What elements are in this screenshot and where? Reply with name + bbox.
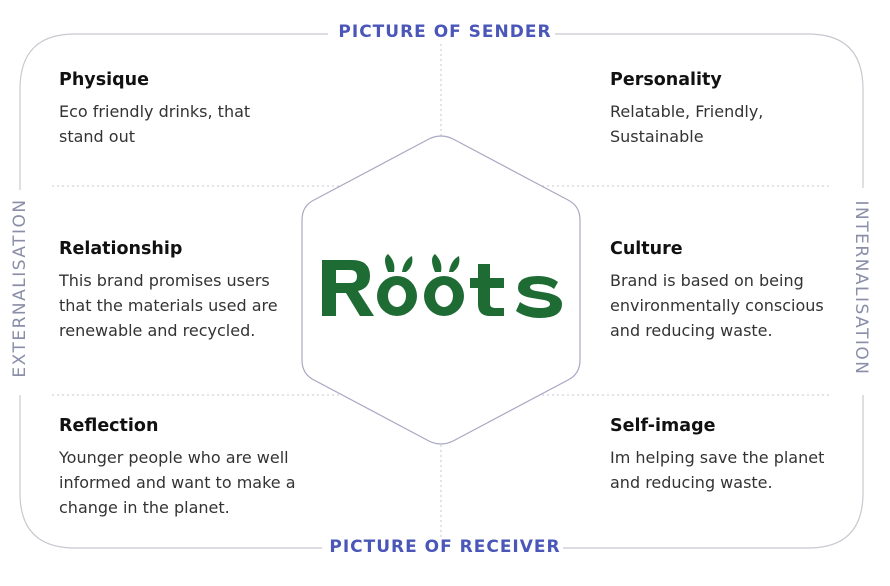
- facet-physique: Physique Eco friendly drinks, that stand…: [59, 70, 289, 149]
- divider-lines: [52, 44, 830, 538]
- facet-title: Culture: [610, 239, 683, 259]
- facet-relationship: Relationship This brand promises users t…: [59, 239, 281, 343]
- facet-text: Brand is based on being environmentally …: [610, 271, 824, 340]
- facet-self-image: Self-image Im helping save the planet an…: [610, 416, 825, 495]
- facet-text: This brand promises users that the mater…: [59, 271, 278, 340]
- facet-title: Relationship: [59, 239, 183, 259]
- facet-title: Self-image: [610, 416, 716, 436]
- facet-text: Younger people who are well informed and…: [59, 448, 296, 517]
- facet-text: Eco friendly drinks, that stand out: [59, 102, 251, 146]
- outer-border: [19, 33, 864, 549]
- picture-of-receiver-label: PICTURE OF RECEIVER: [329, 537, 561, 557]
- facet-personality: Personality Relatable, Friendly, Sustain…: [610, 70, 810, 149]
- facet-title: Personality: [610, 70, 722, 90]
- picture-of-sender-label: PICTURE OF SENDER: [338, 22, 552, 42]
- internalisation-label: INTERNALISATION: [851, 200, 871, 376]
- facet-title: Physique: [59, 70, 149, 90]
- facet-reflection: Reflection Younger people who are well i…: [59, 416, 299, 520]
- roots-logo: [322, 254, 562, 318]
- externalisation-label: EXTERNALISATION: [10, 198, 30, 378]
- facet-text: Relatable, Friendly, Sustainable: [610, 102, 764, 146]
- facet-title: Reflection: [59, 416, 159, 436]
- facet-text: Im helping save the planet and reducing …: [610, 448, 825, 492]
- facet-culture: Culture Brand is based on being environm…: [610, 239, 825, 343]
